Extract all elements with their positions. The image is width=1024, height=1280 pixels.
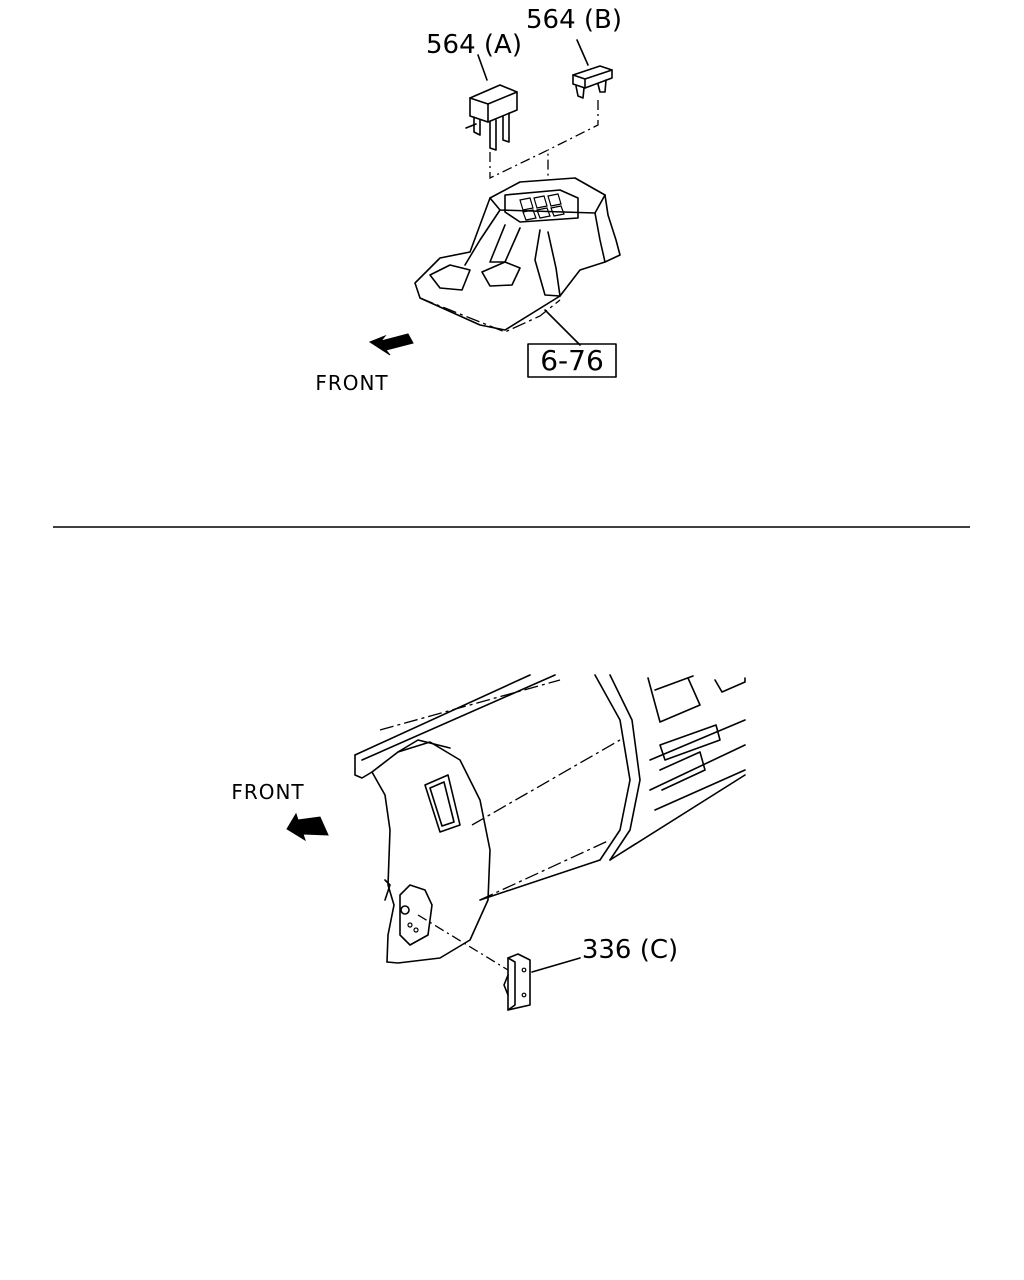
part-564b-label: 564 (B) xyxy=(526,5,622,35)
cover-564b xyxy=(572,65,613,99)
part-336c-label: 336 (C) xyxy=(582,935,678,965)
center-console xyxy=(414,177,621,333)
ref-box xyxy=(527,343,617,378)
relay-564a xyxy=(465,84,518,151)
arrow-left-down-icon xyxy=(286,812,329,842)
top-assembly: 6-76 FRONT 564 (A) 564 (B) xyxy=(315,5,622,395)
arrow-left-down-icon xyxy=(368,333,414,356)
front-label-top: FRONT xyxy=(315,371,388,395)
part-564a-label: 564 (A) xyxy=(426,30,522,60)
ref-box-label: 6-76 xyxy=(540,344,604,377)
front-label-bottom: FRONT xyxy=(231,780,304,804)
bottom-assembly: 336 (C) FRONT xyxy=(231,674,746,1011)
bracket-336c xyxy=(503,953,531,1011)
